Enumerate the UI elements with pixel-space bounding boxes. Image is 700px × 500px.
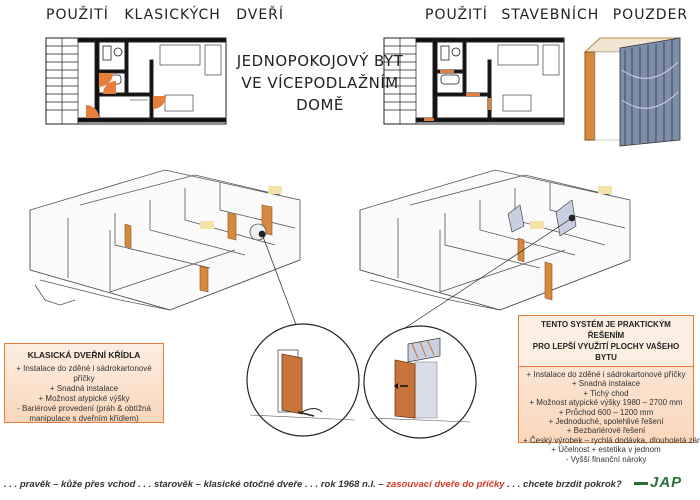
floor-plan-classic bbox=[45, 37, 227, 125]
center-title-line-1: JEDNOPOKOJOVÝ BYT bbox=[236, 52, 404, 70]
pocket-doors-heading-line-1: TENTO SYSTÉM JE PRAKTICKÝM ŘEŠENÍM bbox=[541, 320, 671, 340]
list-item: + Průchod 600 – 1200 mm bbox=[558, 407, 654, 417]
staircase-left bbox=[45, 37, 79, 125]
center-title: JEDNOPOKOJOVÝ BYT VE VÍCEPODLAŽNÍM DOMĚ bbox=[230, 50, 410, 116]
logo-text: JAP bbox=[650, 474, 683, 491]
pocket-doors-heading: TENTO SYSTÉM JE PRAKTICKÝM ŘEŠENÍM PRO L… bbox=[519, 316, 693, 367]
classic-doors-heading: KLASICKÁ DVEŘNÍ KŘÍDLA bbox=[27, 350, 141, 360]
list-item: + Instalace do zděné i sádrokartonové př… bbox=[16, 364, 152, 383]
list-item: + Český výrobek – rychlá dodávka, dlouho… bbox=[523, 435, 700, 445]
list-item: + Snadná instalace bbox=[49, 384, 119, 393]
pocket-doors-list: + Instalace do zděné i sádrokartonové př… bbox=[519, 367, 700, 464]
zoom-circle-classic bbox=[246, 323, 360, 437]
brand-logo: JAP bbox=[634, 474, 682, 491]
title-pocket-doors: POUŽITÍ STAVEBNÍCH POUZDER bbox=[425, 7, 689, 23]
list-item: + Snadná instalace bbox=[571, 379, 641, 389]
floor-plan-pocket bbox=[383, 37, 565, 125]
slogan-prefix: . . . pravěk – kůže přes vchod . . . sta… bbox=[4, 479, 387, 490]
slogan-highlight: zasouvací dveře do příčky bbox=[386, 479, 505, 490]
bottom-slogan: . . . pravěk – kůže přes vchod . . . sta… bbox=[4, 479, 624, 490]
logo-bar-icon bbox=[634, 481, 648, 485]
apartment-3d-pocket bbox=[359, 169, 631, 311]
callout-lines bbox=[258, 214, 576, 331]
apartment-3d-classic bbox=[29, 169, 301, 311]
classic-doors-box: KLASICKÁ DVEŘNÍ KŘÍDLA + Instalace do zd… bbox=[4, 343, 164, 423]
staircase-right bbox=[383, 37, 417, 125]
zoom-circle-pocket bbox=[363, 325, 477, 439]
center-title-line-3: DOMĚ bbox=[296, 96, 344, 114]
list-item: + Možnost atypické výšky 1980 – 2700 mm bbox=[529, 398, 683, 408]
list-item: - Bariérové provedení (práh & obtížná ma… bbox=[17, 404, 151, 423]
center-title-line-2: VE VÍCEPODLAŽNÍM bbox=[241, 74, 399, 92]
list-item: + Tichý chod bbox=[583, 388, 629, 398]
pocket-doors-heading-line-2: PRO LEPŠÍ VYUŽITÍ PLOCHY VAŠEHO BYTU bbox=[532, 342, 680, 362]
door-swings-classic bbox=[86, 73, 166, 118]
list-item: + Bezbariérové řešení bbox=[566, 426, 646, 436]
list-item: + Jednoduché, spolehlivé řešení bbox=[548, 417, 664, 427]
list-item: + Účelnost + estetika v jednom bbox=[551, 445, 661, 455]
classic-doors-list: + Instalace do zděné i sádrokartonové př… bbox=[5, 364, 163, 424]
list-item: + Instalace do zděné i sádrokartonové př… bbox=[526, 370, 686, 379]
list-item: - Vyšší finanční nároky bbox=[565, 454, 647, 464]
pocket-frame-product bbox=[583, 37, 682, 147]
pocket-door-marks bbox=[424, 70, 491, 121]
title-classic-doors: POUŽITÍ KLASICKÝCH DVEŘÍ bbox=[46, 7, 285, 23]
slogan-suffix: . . . chcete brzdit pokrok? bbox=[504, 479, 622, 490]
pocket-doors-box: TENTO SYSTÉM JE PRAKTICKÝM ŘEŠENÍM PRO L… bbox=[518, 315, 700, 464]
list-item: + Možnost atypické výšky bbox=[38, 394, 130, 403]
